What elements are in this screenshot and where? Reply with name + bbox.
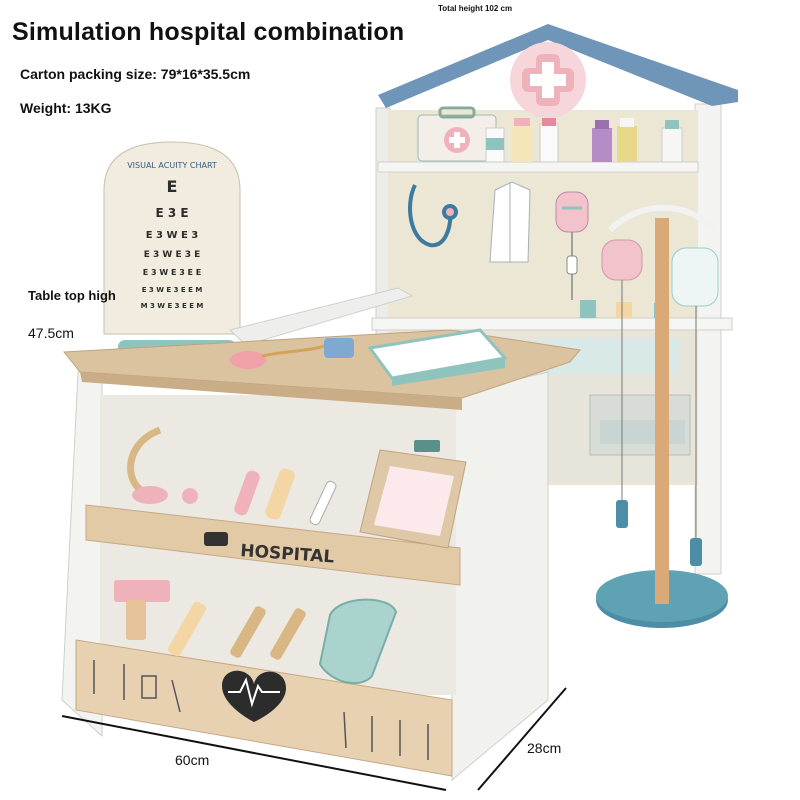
eye-test-card xyxy=(367,328,508,386)
first-aid-box-icon xyxy=(417,106,497,162)
roof xyxy=(378,24,738,108)
doctor-coat-icon xyxy=(489,181,531,263)
instrument-tray xyxy=(318,598,398,685)
vision-chart-row: E 3 W E 3 E E M xyxy=(142,286,203,294)
vision-chart-row: M 3 W E 3 E E M xyxy=(141,302,204,310)
medicine-bottles xyxy=(485,118,683,163)
scalpel-tools xyxy=(167,601,306,660)
carton-size-text: Carton packing size: 79*16*35.5cm xyxy=(20,66,251,82)
width-dimension-line xyxy=(61,715,447,791)
width-label: 60cm xyxy=(175,752,210,768)
weight-text: Weight: 13KG xyxy=(20,100,112,116)
total-height-label: Total height 102 cm xyxy=(438,4,513,13)
reflex-hammer-toy xyxy=(114,580,170,640)
depth-dimension-line xyxy=(477,687,567,791)
stethoscope-icon xyxy=(408,184,458,248)
heartbeat-icon xyxy=(222,670,286,722)
vision-chart-row: E 3 E xyxy=(155,206,188,220)
stethoscope-toy xyxy=(127,426,198,504)
tool-icons xyxy=(93,660,429,760)
table-top-label: Table top high xyxy=(28,288,116,303)
clipboard-toy xyxy=(359,440,467,549)
vision-chart-row: E 3 W E 3 E xyxy=(144,250,201,260)
vision-chart-row: E 3 W E 3 E E xyxy=(143,268,202,277)
table-top-value: 47.5cm xyxy=(28,325,74,341)
iv-stand xyxy=(596,204,728,628)
cross-icon xyxy=(510,42,586,118)
vision-chart-row: E xyxy=(167,177,178,196)
vision-chart: VISUAL ACUITY CHART E E 3 E E 3 W E 3 E 3 W… xyxy=(103,141,241,354)
hospital-logo-icon xyxy=(204,532,228,546)
syringe-toy xyxy=(230,338,354,369)
iv-bag-icon xyxy=(555,191,589,300)
vision-chart-letters: E E 3 E E 3 W E 3 E 3 W E 3 E E 3 W E 3 E E E… xyxy=(141,177,204,310)
thermometer-toy xyxy=(234,468,337,526)
page-title: Simulation hospital combination xyxy=(12,18,405,46)
depth-label: 28cm xyxy=(527,740,562,756)
vision-chart-title: VISUAL ACUITY CHART xyxy=(127,161,217,170)
vision-chart-row: E 3 W E 3 xyxy=(146,230,199,241)
